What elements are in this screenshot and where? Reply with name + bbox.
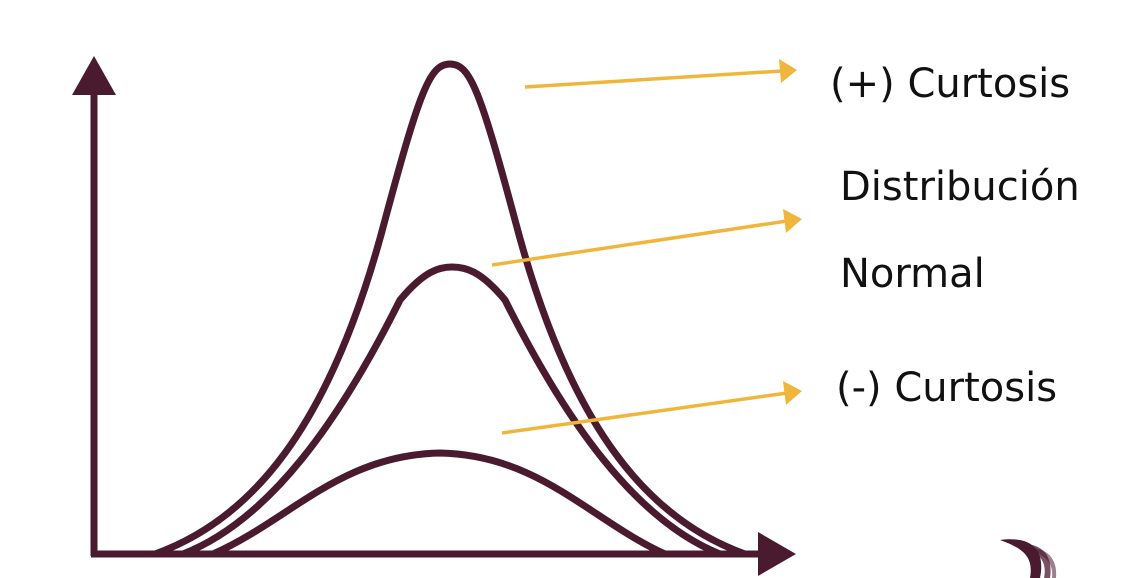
arrow-normal-line [491,219,788,267]
arrow-negative-head-icon [783,381,802,405]
pointer-arrows [491,59,802,435]
arrow-positive-line [524,69,783,89]
x-axis-arrowhead-icon [758,532,796,576]
arrow-normal-head-icon [783,209,802,233]
axes [72,56,796,576]
label-normal-distribution-line2: Normal [840,251,985,297]
swoosh-logo-icon [1000,539,1057,578]
distribution-curves [151,60,749,558]
y-axis-arrowhead-icon [72,56,116,95]
arrow-negative-line [501,391,788,435]
label-normal-distribution-line1: Distribución [840,164,1080,210]
positive-kurtosis-curve [151,60,749,558]
negative-kurtosis-curve [209,449,669,558]
arrow-positive-head-icon [779,59,797,83]
label-negative-kurtosis: (-) Curtosis [836,365,1058,411]
normal-distribution-curve [179,263,724,558]
label-positive-kurtosis: (+) Curtosis [830,61,1071,107]
